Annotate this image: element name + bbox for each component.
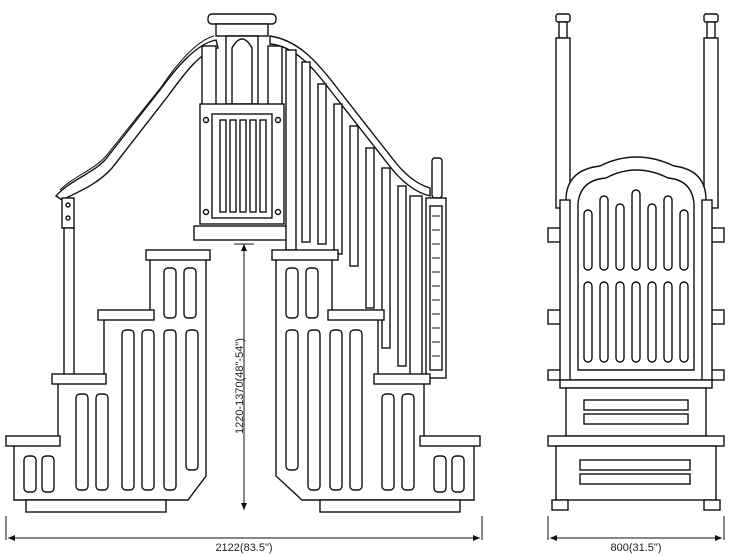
center-gate [193,13,293,241]
width-dimension [5,516,483,541]
total-width-label: 2122(83.5") [215,542,272,554]
side-width-dimension [547,516,725,541]
side-steps [547,379,725,511]
right-step-slots [285,267,465,493]
right-rail-slats [301,61,407,367]
gate-slats [219,119,267,213]
left-step-slots [23,267,199,493]
right-steps [271,249,481,513]
side-gate [547,156,725,381]
side-width-label: 800(31.5") [611,542,662,554]
height-dimension [234,243,254,510]
side-view [547,13,725,541]
left-steps [5,249,211,513]
side-gate-slats [583,189,689,363]
front-view [5,13,483,541]
right-handrail [269,35,447,387]
height-label: 1220-1370(48"-54") [234,338,246,434]
left-handrail [54,35,219,377]
